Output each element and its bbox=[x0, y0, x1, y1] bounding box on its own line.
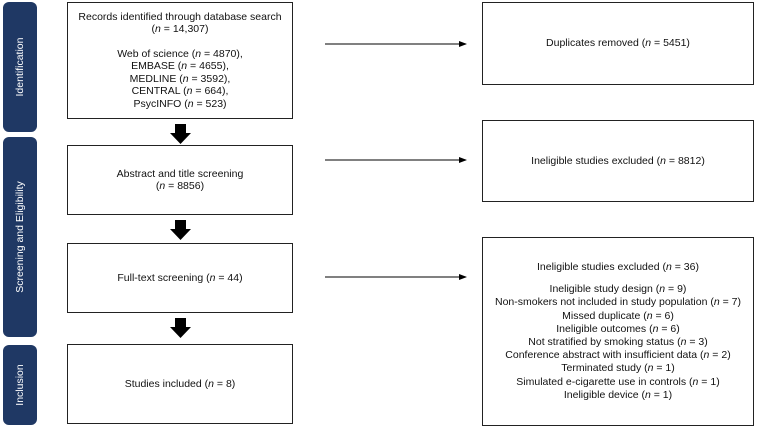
down-arrow-1 bbox=[170, 124, 191, 144]
reason-simulated-ecig: Simulated e-cigarette use in controls (n… bbox=[516, 375, 720, 388]
fulltext-label: Full-text screening (n = 44) bbox=[117, 271, 243, 284]
records-title: Records identified through database sear… bbox=[78, 10, 282, 23]
stage-identification: Identification bbox=[3, 2, 37, 132]
ineligible2-title: Ineligible studies excluded (n = 36) bbox=[537, 260, 699, 273]
source-medline: MEDLINE (n = 3592), bbox=[129, 72, 231, 85]
ineligible-excluded-box-2: Ineligible studies excluded (n = 36) Ine… bbox=[482, 237, 754, 426]
full-text-screening-box: Full-text screening (n = 44) bbox=[67, 243, 293, 313]
reason-terminated: Terminated study (n = 1) bbox=[561, 362, 675, 375]
included-label: Studies included (n = 8) bbox=[124, 377, 236, 390]
stage-screening: Screening and Eligibility bbox=[3, 137, 37, 337]
reason-missed-duplicate: Missed duplicate (n = 6) bbox=[562, 309, 674, 322]
down-arrow-2 bbox=[170, 220, 191, 240]
stage-inclusion: Inclusion bbox=[3, 345, 37, 425]
ineligible-excluded-box-1: Ineligible studies excluded (n = 8812) bbox=[482, 120, 754, 202]
reason-device: Ineligible device (n = 1) bbox=[563, 388, 673, 401]
abstract-count: (n = 8856) bbox=[155, 180, 205, 192]
source-psycinfo: PsycINFO (n = 523) bbox=[133, 97, 227, 110]
duplicates-label: Duplicates removed (n = 5451) bbox=[546, 37, 690, 50]
reason-non-smokers: Non-smokers not included in study popula… bbox=[494, 296, 742, 309]
reason-study-design: Ineligible study design (n = 9) bbox=[549, 283, 687, 296]
records-total: (n = 14,307) bbox=[151, 23, 209, 36]
records-identified-box: Records identified through database sear… bbox=[67, 2, 293, 119]
reason-outcomes: Ineligible outcomes (n = 6) bbox=[556, 322, 680, 335]
studies-included-box: Studies included (n = 8) bbox=[67, 344, 293, 424]
reason-not-stratified: Not stratified by smoking status (n = 3) bbox=[528, 336, 708, 348]
duplicates-removed-box: Duplicates removed (n = 5451) bbox=[482, 2, 754, 85]
reason-conference-abstract: Conference abstract with insufficient da… bbox=[505, 349, 731, 362]
source-embase: EMBASE (n = 4655), bbox=[131, 60, 229, 73]
source-central: CENTRAL (n = 664), bbox=[131, 85, 229, 98]
abstract-screening-box: Abstract and title screening (n = 8856) bbox=[67, 145, 293, 215]
ineligible1-label: Ineligible studies excluded (n = 8812) bbox=[531, 154, 705, 167]
abstract-title: Abstract and title screening bbox=[116, 167, 244, 180]
down-arrow-3 bbox=[170, 318, 191, 338]
source-web-of-science: Web of science (n = 4870), bbox=[117, 47, 243, 60]
